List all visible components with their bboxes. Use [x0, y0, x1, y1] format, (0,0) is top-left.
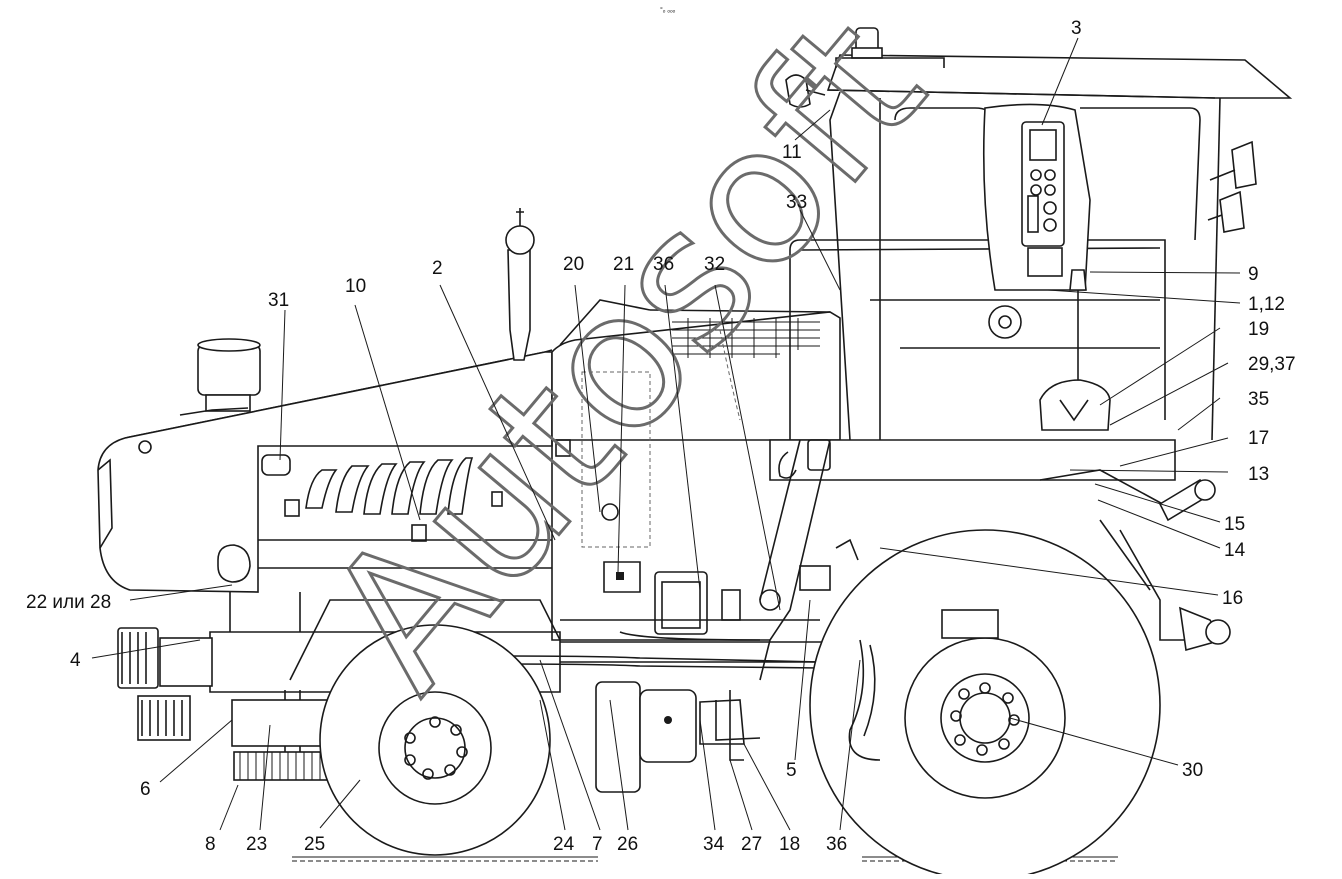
label-10: 10 — [345, 276, 366, 297]
label-17: 17 — [1248, 428, 1269, 449]
label-7: 7 — [592, 834, 603, 855]
label-33: 33 — [786, 192, 807, 213]
label-18: 18 — [779, 834, 800, 855]
label-8: 8 — [205, 834, 216, 855]
label-23: 23 — [246, 834, 267, 855]
label-35: 35 — [1248, 389, 1269, 410]
label-36-bottom: 36 — [826, 834, 847, 855]
label-4: 4 — [70, 650, 81, 671]
label-16: 16 — [1222, 588, 1243, 609]
label-29-37: 29,37 — [1248, 354, 1296, 375]
label-31: 31 — [268, 290, 289, 311]
callout-labels: 3 11 33 9 1,12 19 29,37 35 17 13 15 14 1… — [26, 18, 1296, 855]
label-3: 3 — [1071, 18, 1082, 39]
cab — [560, 27, 1293, 761]
label-15: 15 — [1224, 514, 1245, 535]
label-25: 25 — [304, 834, 325, 855]
label-2: 2 — [432, 258, 443, 279]
label-24: 24 — [553, 834, 575, 855]
label-20: 20 — [563, 254, 584, 275]
leader-lines — [91, 37, 1241, 831]
label-21: 21 — [613, 254, 634, 275]
tiny-mark: °ₒ ₒₒₒ — [660, 6, 676, 14]
drivetrain — [595, 681, 761, 793]
label-6: 6 — [140, 779, 151, 800]
label-1-12: 1,12 — [1248, 294, 1285, 315]
label-22-or-28: 22 или 28 — [26, 592, 111, 613]
label-11: 11 — [782, 142, 802, 163]
label-32: 32 — [704, 254, 725, 275]
engine-hood — [97, 208, 553, 593]
label-26: 26 — [617, 834, 638, 855]
label-9: 9 — [1248, 264, 1259, 285]
label-27: 27 — [741, 834, 762, 855]
label-13: 13 — [1248, 464, 1269, 485]
label-5: 5 — [786, 760, 797, 781]
label-30: 30 — [1182, 760, 1203, 781]
label-19: 19 — [1248, 319, 1269, 340]
front-wheel — [319, 624, 551, 856]
label-34: 34 — [703, 834, 725, 855]
label-36-top: 36 — [653, 254, 674, 275]
rear-wheel — [809, 529, 1161, 879]
label-14: 14 — [1224, 540, 1246, 561]
top-grille — [672, 318, 820, 358]
